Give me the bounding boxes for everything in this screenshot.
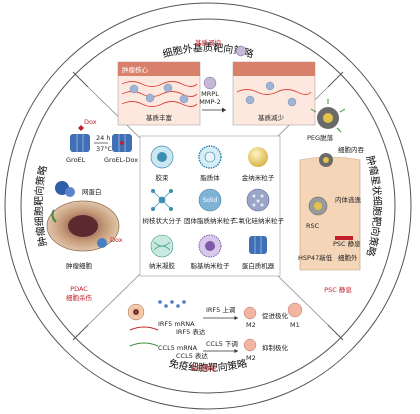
liposome-label: 脂质体 — [200, 173, 220, 182]
solid-lipid-label: 固体脂质纳米粒子 — [184, 216, 237, 225]
groel-label: GroEL — [66, 156, 86, 164]
nanogel-icon — [150, 234, 174, 258]
ecm-rich-label: 基质丰富 — [146, 113, 172, 122]
immune-activation-label: 免疫激活 — [190, 363, 217, 372]
inhibit-label: 抑制极化 — [262, 343, 289, 352]
polarize-label: 促进极化 — [262, 311, 289, 320]
silica-np-icon — [246, 188, 270, 212]
solid-lipid-np-icon — [198, 188, 222, 212]
dendrimer-icon — [150, 188, 173, 211]
ccl5-expression-label: CCL5 表达 — [176, 351, 208, 360]
psc-quiet-label-1: PSC 静息 — [333, 239, 361, 248]
m1-cell-icon — [287, 302, 303, 318]
ecm-panel: 基质调控 肿瘤核心 基质丰富 基质减少 MRPL MMP-2 — [117, 38, 316, 126]
micelle-icon — [150, 145, 174, 169]
stellate-cell-icon — [299, 156, 361, 271]
m2-label-1: M2 — [246, 321, 256, 329]
mrpl-particle-icon — [203, 76, 217, 90]
groel-dox-label: GroEL-Dox — [104, 156, 138, 164]
endocytosis-label: 细胞内吞 — [338, 145, 365, 154]
psc-panel: PEG脱落 细胞内吞 内体逃逸 RSC PSC 静息 HSP47敲低 细胞外 P… — [298, 99, 365, 294]
groel-dox-icon — [112, 134, 132, 152]
irf5-up-label: IRF5 上调 — [206, 305, 235, 314]
micelle-label: 胶束 — [156, 173, 170, 182]
nanogel-label: 纳米凝胶 — [149, 261, 176, 270]
silica-label: 二氧化硅纳米粒子 — [232, 216, 285, 225]
liposome-icon — [198, 145, 222, 169]
m2-cell-icon — [243, 306, 257, 320]
enzyme-label-1: MRPL — [201, 90, 219, 98]
protein-machine-icon — [249, 236, 267, 254]
matrix-label: 细胞外 — [338, 253, 358, 262]
irf5-mrna-label: IRF5 mRNA — [158, 320, 195, 328]
tumor-core-band — [118, 62, 200, 76]
ccl5-down-label: CCL5 下调 — [206, 339, 238, 348]
hsp47-label: HSP47敲低 — [298, 253, 333, 262]
solid-word: Solid — [203, 197, 218, 204]
temp-label: 37°C — [96, 145, 113, 153]
tumor-panel: Dox 24 h 37°C GroEL GroEL-Dox 网蛋白 Dox 肿瘤… — [46, 118, 138, 302]
dendrimer-label: 树枝状大分子 — [143, 216, 183, 225]
ring-label-top: 细胞外基质靶向策略 — [161, 41, 255, 60]
tumor-cell-label: 肿瘤细胞 — [66, 261, 93, 270]
rsc-label: RSC — [306, 222, 320, 230]
gold-nanoparticle-icon — [248, 147, 268, 167]
psc-quiescence-label: PSC 静息 — [324, 285, 352, 294]
protein-machine-label: 蛋白质机器 — [242, 261, 275, 270]
ecm-reduced-label: 基质减少 — [258, 113, 285, 122]
temp-time-label: 24 h — [96, 134, 110, 142]
peg-shedding-label: PEG脱落 — [307, 133, 334, 142]
ccl5-mrna-label: CCL5 mRNA — [158, 344, 198, 352]
dox-release-label: Dox — [110, 236, 123, 244]
pdac-label: PDAC — [70, 285, 88, 293]
nanoparticle-grid: 胶束 脂质体 金纳米粒子 树枝状大分子 Solid 固体脂质纳米粒子 二氧化硅纳… — [139, 135, 285, 277]
m2-label-2: M2 — [246, 354, 256, 362]
network-protein-icon — [55, 181, 75, 197]
lipid-np-icon — [198, 234, 222, 258]
endosome-escape-label: 内体逃逸 — [335, 195, 362, 204]
cell-kill-label: 细胞杀伤 — [66, 293, 93, 302]
ecm-title: 基质调控 — [195, 38, 222, 47]
tumor-core-label: 肿瘤核心 — [122, 65, 149, 74]
dox-molecule-icon — [78, 125, 84, 131]
immune-panel: IRF5 mRNA IRF5 表达 CCL5 mRNA CCL5 表达 IRF5… — [127, 300, 303, 372]
m1-label: M1 — [290, 321, 300, 329]
enzyme-label-2: MMP-2 — [199, 98, 220, 106]
lipid-np-label: 脂基纳米粒子 — [191, 261, 231, 270]
network-protein-label: 网蛋白 — [82, 187, 102, 196]
gold-label: 金纳米粒子 — [242, 173, 275, 182]
irf5-expression-label: IRF5 表达 — [176, 327, 206, 336]
groel-icon — [70, 134, 90, 152]
dox-label: Dox — [84, 118, 97, 126]
